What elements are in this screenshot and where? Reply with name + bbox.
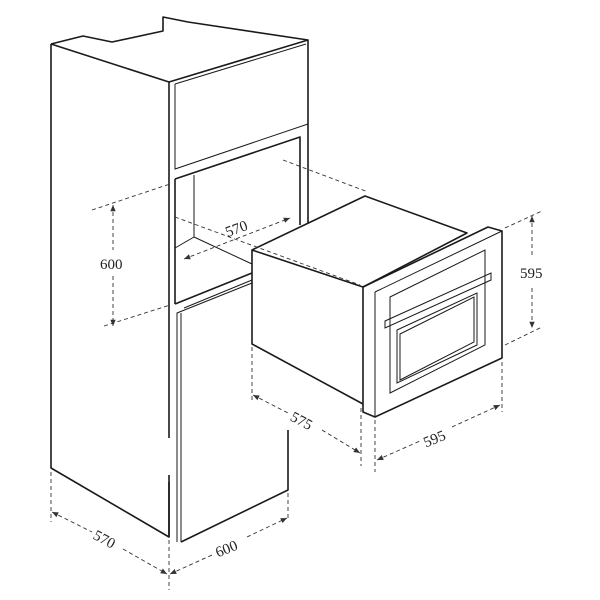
cabinet-depth-label: 570 — [90, 528, 117, 553]
oven — [251, 195, 503, 418]
oven-door — [389, 249, 486, 394]
cabinet-width-label: 600 — [213, 538, 240, 561]
oven-handle — [384, 272, 492, 329]
niche-height-label: 600 — [100, 257, 123, 273]
oven-depth-label: 575 — [287, 409, 314, 434]
oven-height-label: 595 — [520, 266, 543, 282]
oven-window — [396, 292, 478, 384]
tall-cabinet — [50, 16, 309, 543]
dimension-lines — [50, 159, 543, 590]
oven-width-label: 595 — [421, 428, 448, 451]
niche-width-label: 570 — [223, 218, 250, 241]
